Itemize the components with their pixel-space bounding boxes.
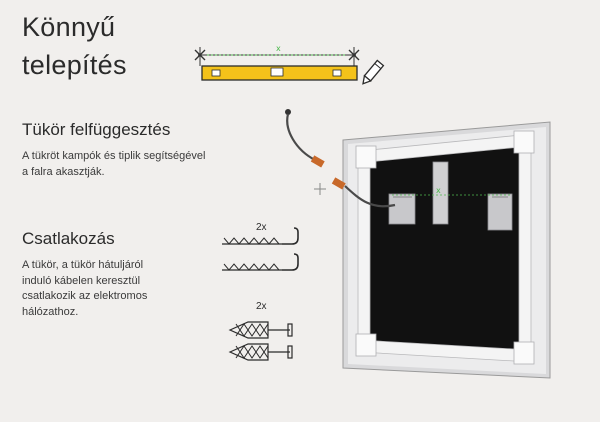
page-title: Könnyű telepítés [22,8,127,84]
connection-line-2: induló kábelen keresztül [22,274,141,287]
mounting-line-2: a falra akasztják. [22,165,105,178]
power-cable-icon [285,109,346,190]
connection-heading: Csatlakozás [22,229,115,248]
crosshair-icon [314,183,326,195]
pencil-icon [362,59,385,85]
hooks-quantity: 2x [256,222,267,233]
mirror-back-illustration: x [342,121,551,379]
connection-line-3: csatlakozik az elektromos [22,290,148,302]
spirit-level-icon: x [194,44,360,81]
dowels-quantity: 2x [256,301,267,312]
connection-line-4: hálózathoz. [22,305,79,318]
mounting-description: A tükröt kampók és tiplik segítségével a… [22,149,205,180]
svg-text:x: x [436,186,441,195]
title-line-2: telepítés [22,50,127,80]
connection-description: A tükör, a tükör hátuljáról induló kábel… [22,258,147,320]
connection-line-1: A tükör, a tükör hátuljáról [22,259,144,271]
mounting-line-1: A tükröt kampók és tiplik segítségével [22,150,206,162]
mounting-heading: Tükör felfüggesztés [22,120,171,139]
hook-icon [222,227,299,271]
title-line-1: Könnyű [22,12,116,42]
svg-text:x: x [276,44,281,53]
dowel-icon [228,321,293,361]
